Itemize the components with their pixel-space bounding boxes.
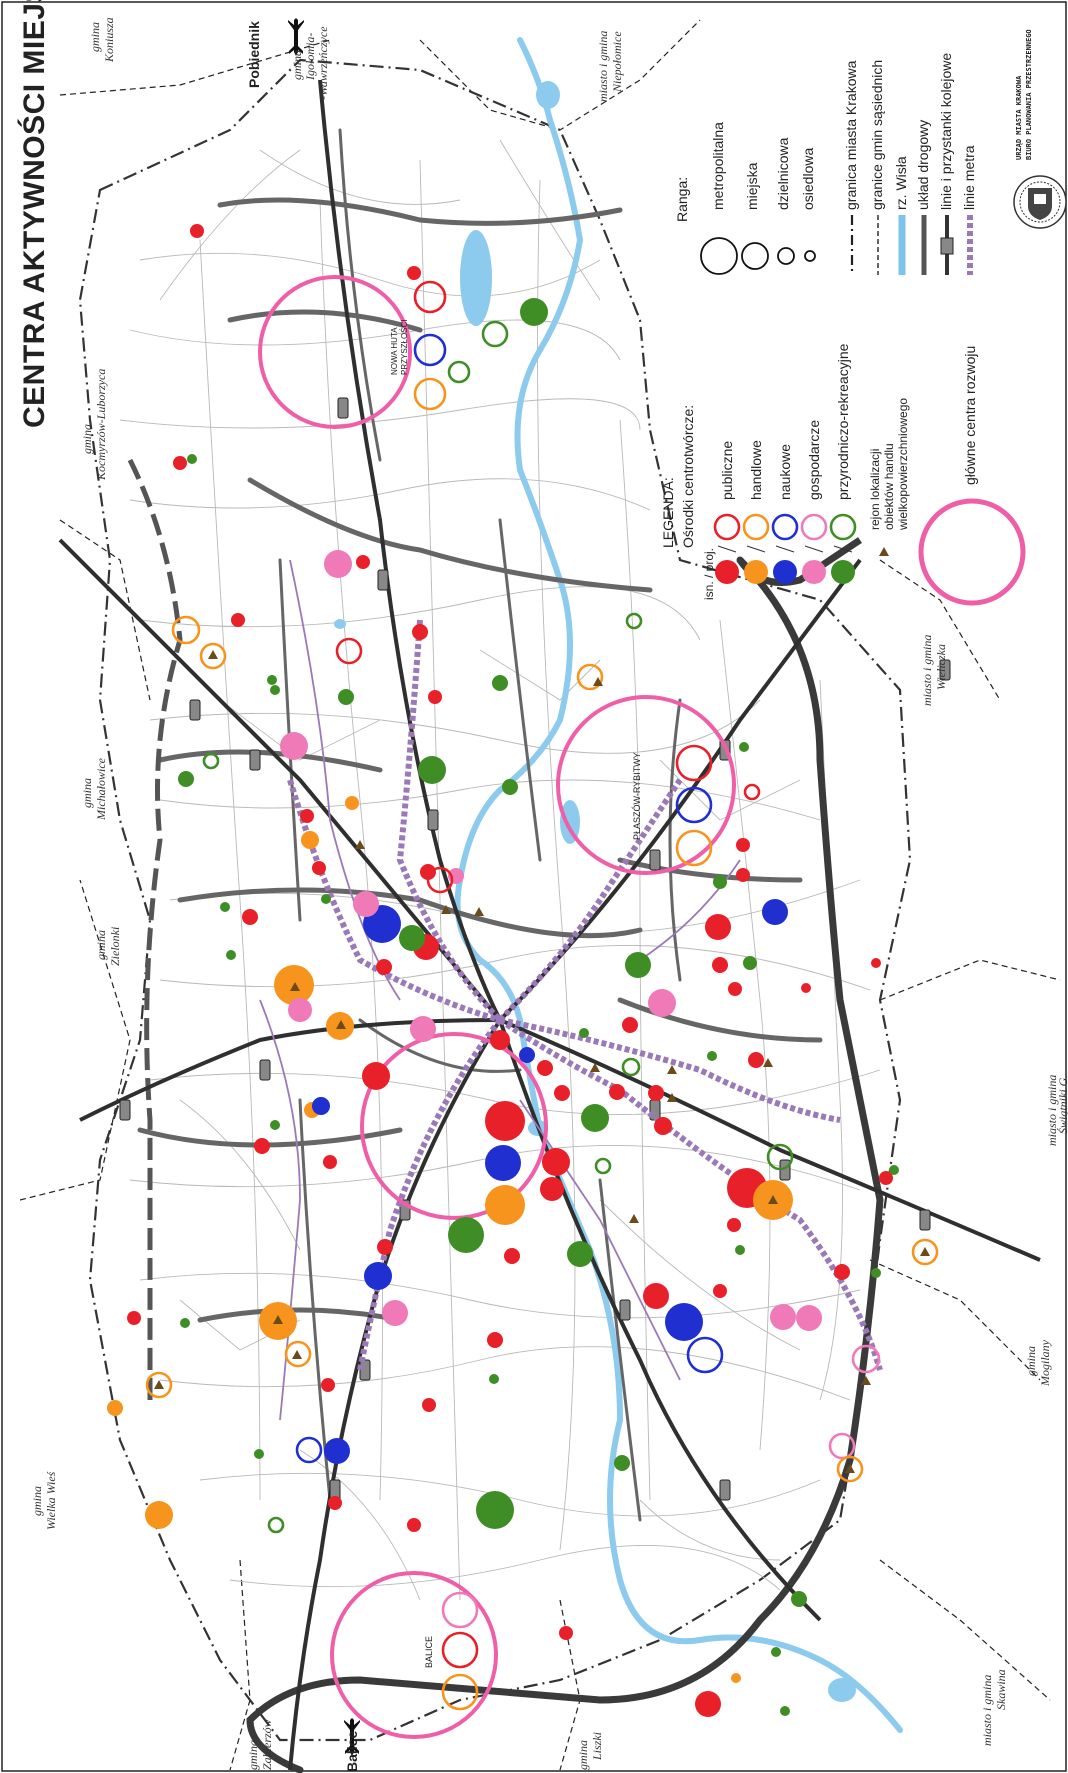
- legend-retail-3: wielkopowierzchniowego: [896, 397, 910, 530]
- legend-cat-economic: gospodarcze: [806, 419, 822, 500]
- legend-vistula: rz. Wisła: [893, 156, 909, 210]
- label-airport-balice: Balice: [344, 1730, 360, 1772]
- legend-metro: linie metra: [961, 145, 977, 210]
- gmina-koniusza-name: Koniusza: [102, 17, 116, 62]
- legend-line-samples: [850, 215, 973, 275]
- legend-rank-heading: Ranga:: [674, 176, 690, 222]
- gmina-liszki: gmina: [576, 1740, 590, 1770]
- gmina-koniusza: gmina: [88, 22, 102, 52]
- gmina-mogilany-name: Mogilany: [1038, 1340, 1052, 1386]
- label-airport-pobiednik: Pobiednik: [246, 21, 262, 88]
- legend-cat-nature: przyrodniczo-rekreacyjne: [835, 343, 851, 500]
- label-nowa-huta-2: PRZYSZŁOŚCI: [400, 319, 409, 375]
- city-border: [78, 58, 912, 1742]
- airplane-icon-pobiednik: [288, 18, 304, 56]
- retail-markers: [154, 650, 930, 1473]
- gmina-kocmyrzow: gmina: [80, 424, 94, 454]
- legend-cat-public: publiczne: [719, 440, 735, 500]
- legend-status-label: isn. / proj.: [702, 547, 716, 600]
- railway-stops: [119, 397, 951, 1501]
- label-nowa-huta: NOWA HUTA: [390, 327, 399, 375]
- reservoir-nowa-huta: [460, 230, 492, 326]
- legend-cat-commercial: handlowe: [748, 440, 764, 500]
- gmina-wieliczka: miasto i gmina: [920, 634, 934, 706]
- legend-neighbour-borders: granice gmin sąsiednich: [869, 59, 885, 210]
- office-emblem: [1013, 175, 1067, 229]
- airplane-icon-balice: [344, 1718, 360, 1756]
- legend-rank-city: miejska: [744, 162, 760, 210]
- legend-rank-estate: osiedlowa: [800, 147, 816, 210]
- office-department: BIURO PLANOWANIA PRZESTRZENNEGO: [1025, 29, 1033, 160]
- legend-city-border: granica miasta Krakowa: [843, 60, 859, 210]
- centres-existing: [107, 224, 899, 1717]
- gmina-michalowice: gmina: [80, 778, 94, 808]
- pond-east: [536, 81, 560, 109]
- gmina-michalowice-name: Michałowice: [94, 758, 108, 820]
- gmina-wieliczka-name: Wieliczka: [934, 644, 948, 690]
- legend-centres-heading: Ośrodki centrotwórcze:: [680, 404, 696, 548]
- gmina-niepolomice-name: Niepołomice: [610, 31, 624, 92]
- gmina-skawina: miasto i gmina: [980, 1674, 994, 1746]
- gmina-wielka-wies: gmina: [30, 1486, 44, 1516]
- gmina-zielonki: gmina: [94, 930, 108, 960]
- gmina-zabierzow: gmina: [246, 1740, 260, 1770]
- pond-west: [334, 619, 346, 629]
- office-name: URZĄD MIASTA KRAKOWA: [1015, 75, 1023, 160]
- legend-rank-circles: [700, 237, 816, 275]
- gmina-niepolomice: miasto i gmina: [596, 30, 610, 102]
- gmina-skawina-name: Skawina: [994, 1669, 1008, 1710]
- gmina-swiatniki-name: Świątniki G.: [1056, 1074, 1068, 1134]
- main-development-centres: [258, 275, 736, 1739]
- gmina-zabierzow-name: Zabierzów: [260, 1719, 274, 1770]
- legend-railway: linie i przystanki kolejowe: [938, 52, 954, 210]
- gmina-zielonki-name: Zielonki: [108, 926, 122, 966]
- expressway-west: [127, 458, 183, 1401]
- motorway-ring: [246, 556, 884, 1773]
- label-balice-centre: BALICE: [424, 1635, 434, 1668]
- legend-rank-metropolitan: metropolitalna: [710, 122, 726, 210]
- pond-skawina: [828, 1678, 856, 1702]
- legend-rank-district: dzielnicowa: [775, 137, 791, 210]
- gmina-mogilany: gmina: [1024, 1346, 1038, 1376]
- legend-road-system: układ drogowy: [915, 119, 931, 210]
- gmina-kocmyrzow-name: Kocmyrzów-Luborzyca: [94, 368, 108, 480]
- legend-retail-1: rejon lokalizacji: [868, 448, 882, 530]
- centres-planned: [145, 280, 939, 1711]
- legend-category-symbols: [713, 498, 1026, 606]
- gmina-igolomia-name-2: -Wawrzeńczyce: [316, 26, 330, 100]
- label-plaszow: PŁASZÓW-RYBITWY: [632, 752, 642, 840]
- gmina-liszki-name: Liszki: [590, 1731, 604, 1760]
- legend-cat-science: naukowe: [777, 443, 793, 500]
- reservoir-bagry: [560, 800, 580, 844]
- legend-main-centre: główne centra rozwoju: [962, 345, 978, 485]
- gmina-wielka-wies-name: Wielka Wieś: [44, 1471, 58, 1530]
- legend-retail-2: obiektów handlu: [882, 443, 896, 530]
- legend-heading: LEGENDA:: [660, 477, 676, 548]
- map-title: CENTRA AKTYWNOŚCI MIEJSKICH: [18, 0, 51, 428]
